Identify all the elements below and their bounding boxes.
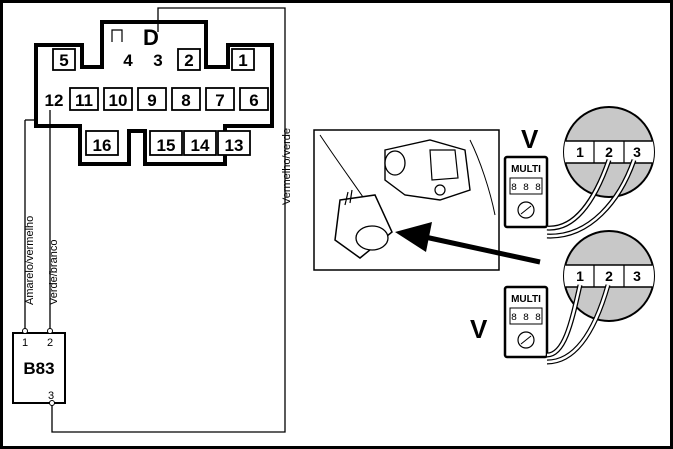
pin-label-1: 1 xyxy=(238,51,247,70)
pin-13-box xyxy=(217,130,251,156)
pin-box-5 xyxy=(52,48,76,71)
pin-7-label: 7 xyxy=(215,91,224,110)
terminal-bottom-pin-3: 3 xyxy=(633,268,641,284)
b83-pin2-dot xyxy=(47,328,53,334)
pin-label-5: 5 xyxy=(59,51,68,70)
pin-15-label: 15 xyxy=(157,136,176,155)
terminal-circle-bottom: 1 2 3 xyxy=(563,230,655,322)
component-b83: 1 2 3 B83 xyxy=(12,328,66,406)
middle-pin-row: 11 10 9 8 7 6 xyxy=(69,87,269,111)
plug-socket xyxy=(355,225,389,251)
lead-bottom-a-outer xyxy=(546,284,583,358)
lead-bottom-a-inner xyxy=(546,284,582,357)
meter-bottom-volt-symbol: V xyxy=(470,314,488,344)
pin-9-label: 9 xyxy=(147,91,156,110)
terminal-top-pin-1: 1 xyxy=(576,144,584,160)
b83-box xyxy=(12,332,66,404)
pin-16-box xyxy=(85,130,119,156)
sensor-bolt xyxy=(434,184,446,196)
terminal-circle-top: 1 2 3 xyxy=(563,106,655,198)
terminal-bottom-pin-2: 2 xyxy=(605,268,613,284)
multimeter-top: V MULTI 8 8 8 xyxy=(503,124,549,229)
b83-label: B83 xyxy=(23,359,54,378)
pin-10-label: 10 xyxy=(109,91,128,110)
plug-wires xyxy=(344,189,353,206)
pin-8-label: 8 xyxy=(181,91,190,110)
pin-16-label: 16 xyxy=(93,136,112,155)
meter-bottom-digits: 8 8 8 xyxy=(511,313,541,324)
illustration-edge-line xyxy=(319,134,366,201)
probe-leads xyxy=(546,159,637,365)
pin4-stub xyxy=(111,29,123,42)
pin-14-label: 14 xyxy=(191,136,210,155)
lead-top-b-inner xyxy=(546,159,636,238)
lead-bottom-b-inner xyxy=(546,284,610,364)
pin-label-3: 3 xyxy=(153,51,162,70)
meter-bottom-display xyxy=(509,307,543,325)
meter-top-digits: 8 8 8 xyxy=(511,183,541,194)
pin-13-label: 13 xyxy=(225,136,244,155)
bottom-pin-row: 16 15 14 13 xyxy=(85,130,251,156)
wire-right-path xyxy=(51,7,286,433)
pin-8-box xyxy=(171,87,201,111)
b83-pin2-label: 2 xyxy=(47,337,53,349)
b83-pin1-dot xyxy=(22,328,28,334)
pin-11-label: 11 xyxy=(75,91,93,110)
b83-pin3-dot xyxy=(49,400,55,406)
meter-bottom-dial-mark xyxy=(520,335,532,345)
pin-11-box xyxy=(69,87,99,111)
meter-top-display xyxy=(509,177,543,195)
b83-pin1-label: 1 xyxy=(22,337,28,349)
pin-6-label: 6 xyxy=(249,91,258,110)
wire-label-left: Amarelo/vermelho xyxy=(24,216,36,305)
b83-pin3-label: 3 xyxy=(48,390,54,402)
illustration-body-line xyxy=(469,139,496,216)
pointer-arrow-head xyxy=(395,222,432,252)
connector-title: D xyxy=(143,25,159,50)
pin-9-box xyxy=(137,87,167,111)
terminal-top-pin-2: 2 xyxy=(605,144,613,160)
terminal-top-pin-3: 3 xyxy=(633,144,641,160)
meter-top-volt-symbol: V xyxy=(521,124,539,154)
wire-label-right: Vermelho/verde xyxy=(281,128,293,205)
pin-label-12: 12 xyxy=(45,91,64,110)
sensor-connector-illustration xyxy=(313,129,541,271)
sensor-housing xyxy=(429,149,459,181)
meter-bottom-brand: MULTI xyxy=(511,294,541,305)
pin-14-box xyxy=(183,130,217,156)
pin-10-box xyxy=(103,87,133,111)
terminal-bottom-pin-1: 1 xyxy=(576,268,584,284)
pin-7-box xyxy=(205,87,235,111)
meter-top-brand: MULTI xyxy=(511,164,541,175)
meter-top-dial-mark xyxy=(520,205,532,215)
pin-box-2 xyxy=(177,48,201,71)
multimeter-bottom: V MULTI 8 8 8 xyxy=(470,285,549,359)
pin-6-box xyxy=(239,87,269,111)
pin-15-box xyxy=(149,130,183,156)
lead-top-a-inner xyxy=(546,159,611,230)
pin-box-1 xyxy=(231,48,255,71)
wire-label-middle: Verde/branco xyxy=(48,240,60,305)
pointer-arrow-shaft xyxy=(424,234,541,265)
sensor-end xyxy=(384,150,406,176)
connector-d: D 5 4 3 2 1 12 11 10 9 8 7 6 16 15 14 13 xyxy=(34,20,274,166)
pin-label-4: 4 xyxy=(123,51,133,70)
pin-label-2: 2 xyxy=(184,51,193,70)
